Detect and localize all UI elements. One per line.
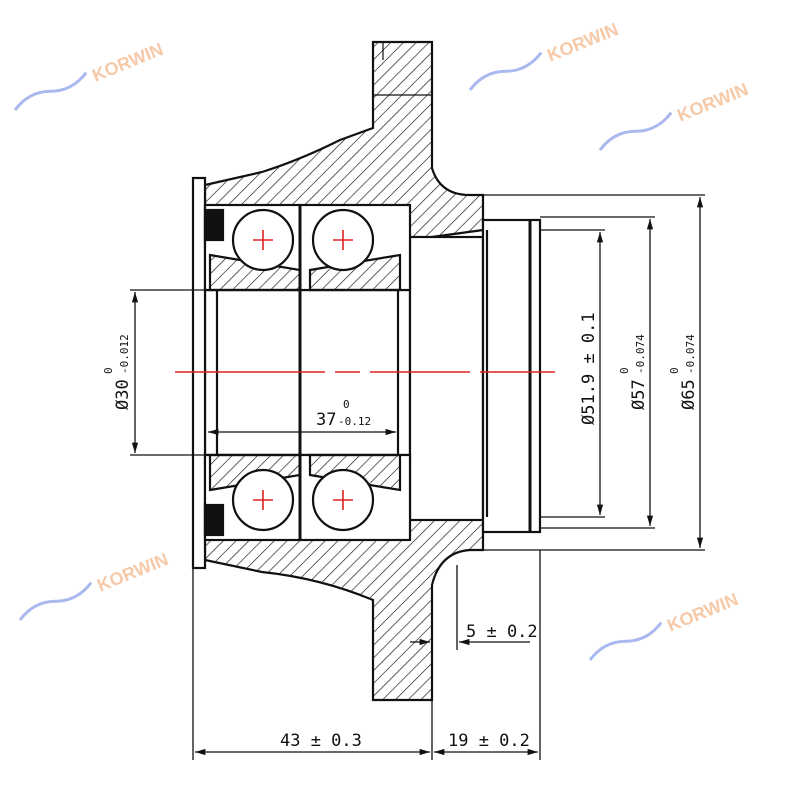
seal-plate	[191, 176, 207, 570]
watermark-text: KORWIN	[544, 19, 621, 66]
dim-57: Ø57 0 -0.074	[618, 334, 649, 410]
dim-bearing-width: 37 0 -0.12	[316, 398, 371, 430]
watermark-text: KORWIN	[674, 79, 751, 126]
watermark-logo: KORWIN	[18, 549, 171, 621]
svg-text:-0.074: -0.074	[634, 334, 647, 374]
dim-bore: Ø30 0 -0.012	[102, 334, 133, 410]
watermark-logo: KORWIN	[598, 79, 751, 151]
svg-text:Ø65: Ø65	[679, 379, 699, 410]
svg-text:0: 0	[618, 367, 631, 374]
seal-bottom	[203, 503, 225, 537]
dim-65: Ø65 0 -0.074	[668, 334, 699, 410]
watermark-text: KORWIN	[89, 39, 166, 86]
svg-text:0: 0	[668, 367, 681, 374]
centerlines	[175, 230, 555, 510]
svg-text:-0.012: -0.012	[118, 334, 131, 374]
watermark-text: KORWIN	[664, 589, 741, 636]
svg-text:Ø57: Ø57	[629, 379, 649, 410]
dim-total-right: 19 ± 0.2	[448, 731, 530, 751]
svg-text:Ø30: Ø30	[113, 379, 133, 410]
seal-top	[203, 208, 225, 242]
svg-text:-0.074: -0.074	[684, 334, 697, 374]
svg-text:0: 0	[102, 367, 115, 374]
svg-text:37: 37	[316, 410, 336, 430]
watermark-logo: KORWIN	[588, 589, 741, 661]
svg-text:-0.12: -0.12	[338, 415, 371, 428]
dim-total-left: 43 ± 0.3	[280, 731, 362, 751]
watermark-logo: KORWIN	[468, 19, 621, 91]
watermark-text: KORWIN	[94, 549, 171, 596]
dim-flange-offset: 5 ± 0.2	[466, 622, 538, 642]
watermark-logo: KORWIN	[13, 39, 166, 111]
dim-pilot: Ø51.9 ± 0.1	[579, 312, 599, 425]
svg-text:0: 0	[343, 398, 350, 411]
